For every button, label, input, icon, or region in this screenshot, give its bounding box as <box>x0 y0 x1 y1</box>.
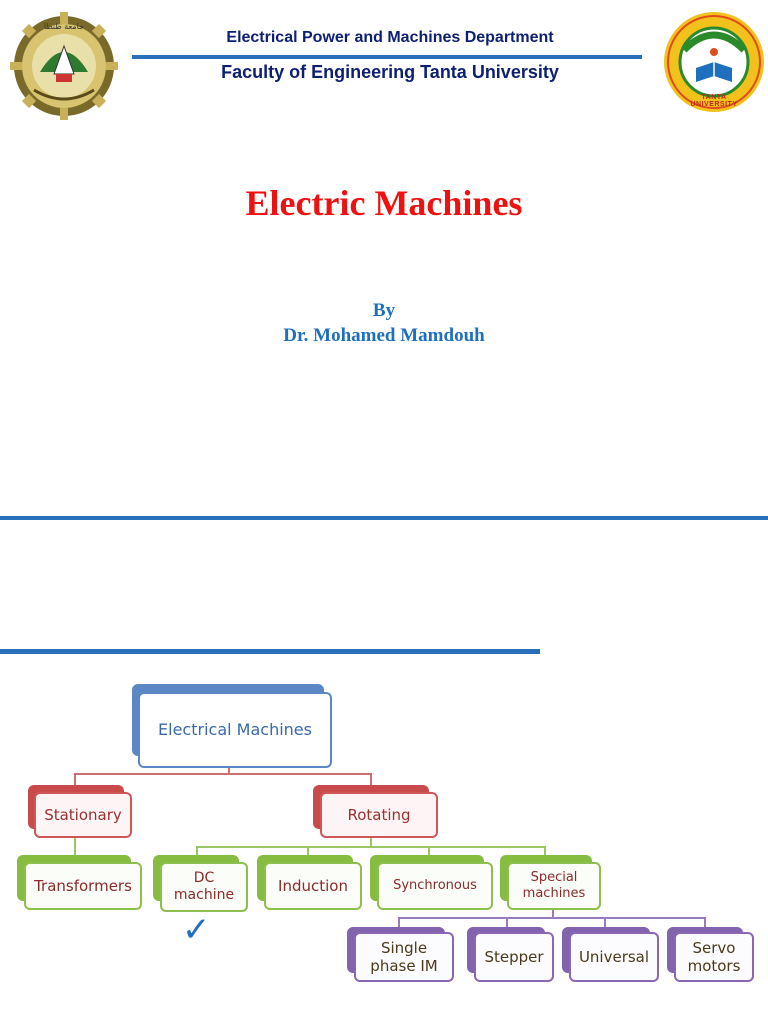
connector <box>74 773 76 787</box>
node-label: phase IM <box>370 957 438 975</box>
university-logo: TANTA UNIVERSITY <box>662 10 766 114</box>
node-label: Induction <box>278 877 348 895</box>
connector <box>307 846 309 858</box>
page-title: Electric Machines <box>245 183 523 223</box>
faculty-name: Faculty of Engineering Tanta University <box>221 62 559 82</box>
node-label: Transformers <box>34 877 132 895</box>
connector <box>398 917 706 919</box>
node-stationary: Stationary <box>34 792 132 838</box>
faculty-logo: جامعة طنطا <box>10 12 118 120</box>
connector <box>544 846 546 858</box>
right-logo-text: TANTA UNIVERSITY <box>690 94 738 108</box>
node-label: Stepper <box>484 948 544 966</box>
node-label: Universal <box>578 948 650 966</box>
node-stepper: Stepper <box>474 932 554 982</box>
connector <box>370 835 372 847</box>
node-induction: Induction <box>264 862 362 910</box>
node-special-machines: Special machines <box>507 862 601 910</box>
node-label: Single <box>380 939 428 957</box>
node-universal: Universal <box>569 932 659 982</box>
connector <box>74 837 76 857</box>
author-name: Dr. Mohamed Mamdouh <box>283 325 485 346</box>
node-rotating: Rotating <box>320 792 438 838</box>
node-label: Synchronous <box>393 878 477 894</box>
node-synchronous: Synchronous <box>377 862 493 910</box>
connector <box>74 773 372 775</box>
node-label: Electrical Machines <box>158 720 312 740</box>
section-divider <box>0 516 768 520</box>
node-label: Servo <box>692 939 736 957</box>
node-electrical-machines: Electrical Machines <box>138 692 332 768</box>
node-servo-motors: Servo motors <box>674 932 754 982</box>
connector <box>704 917 706 929</box>
connector <box>398 917 400 929</box>
node-transformers: Transformers <box>24 862 142 910</box>
connector <box>196 846 198 858</box>
node-label: machines <box>522 886 586 901</box>
node-label: Rotating <box>347 806 411 824</box>
connector <box>370 773 372 787</box>
node-label: machine <box>173 887 235 903</box>
node-label: Special <box>530 870 578 886</box>
connector <box>506 917 508 929</box>
checkmark-icon: ✓ <box>182 910 211 950</box>
connector <box>552 908 554 918</box>
author-by: By <box>372 300 396 321</box>
department-name: Electrical Power and Machines Department <box>226 29 554 46</box>
node-single-phase-im: Single phase IM <box>354 932 454 982</box>
node-dc-machine: DC machine <box>160 862 248 912</box>
header-divider <box>132 55 642 59</box>
connector <box>428 846 430 858</box>
connector <box>196 846 546 848</box>
left-logo-text: جامعة طنطا <box>43 22 85 31</box>
connector <box>228 762 230 774</box>
connector <box>604 917 606 929</box>
node-label: DC <box>193 870 215 887</box>
node-label: Stationary <box>44 806 122 824</box>
node-label: motors <box>687 957 741 975</box>
slide-divider <box>0 649 540 654</box>
